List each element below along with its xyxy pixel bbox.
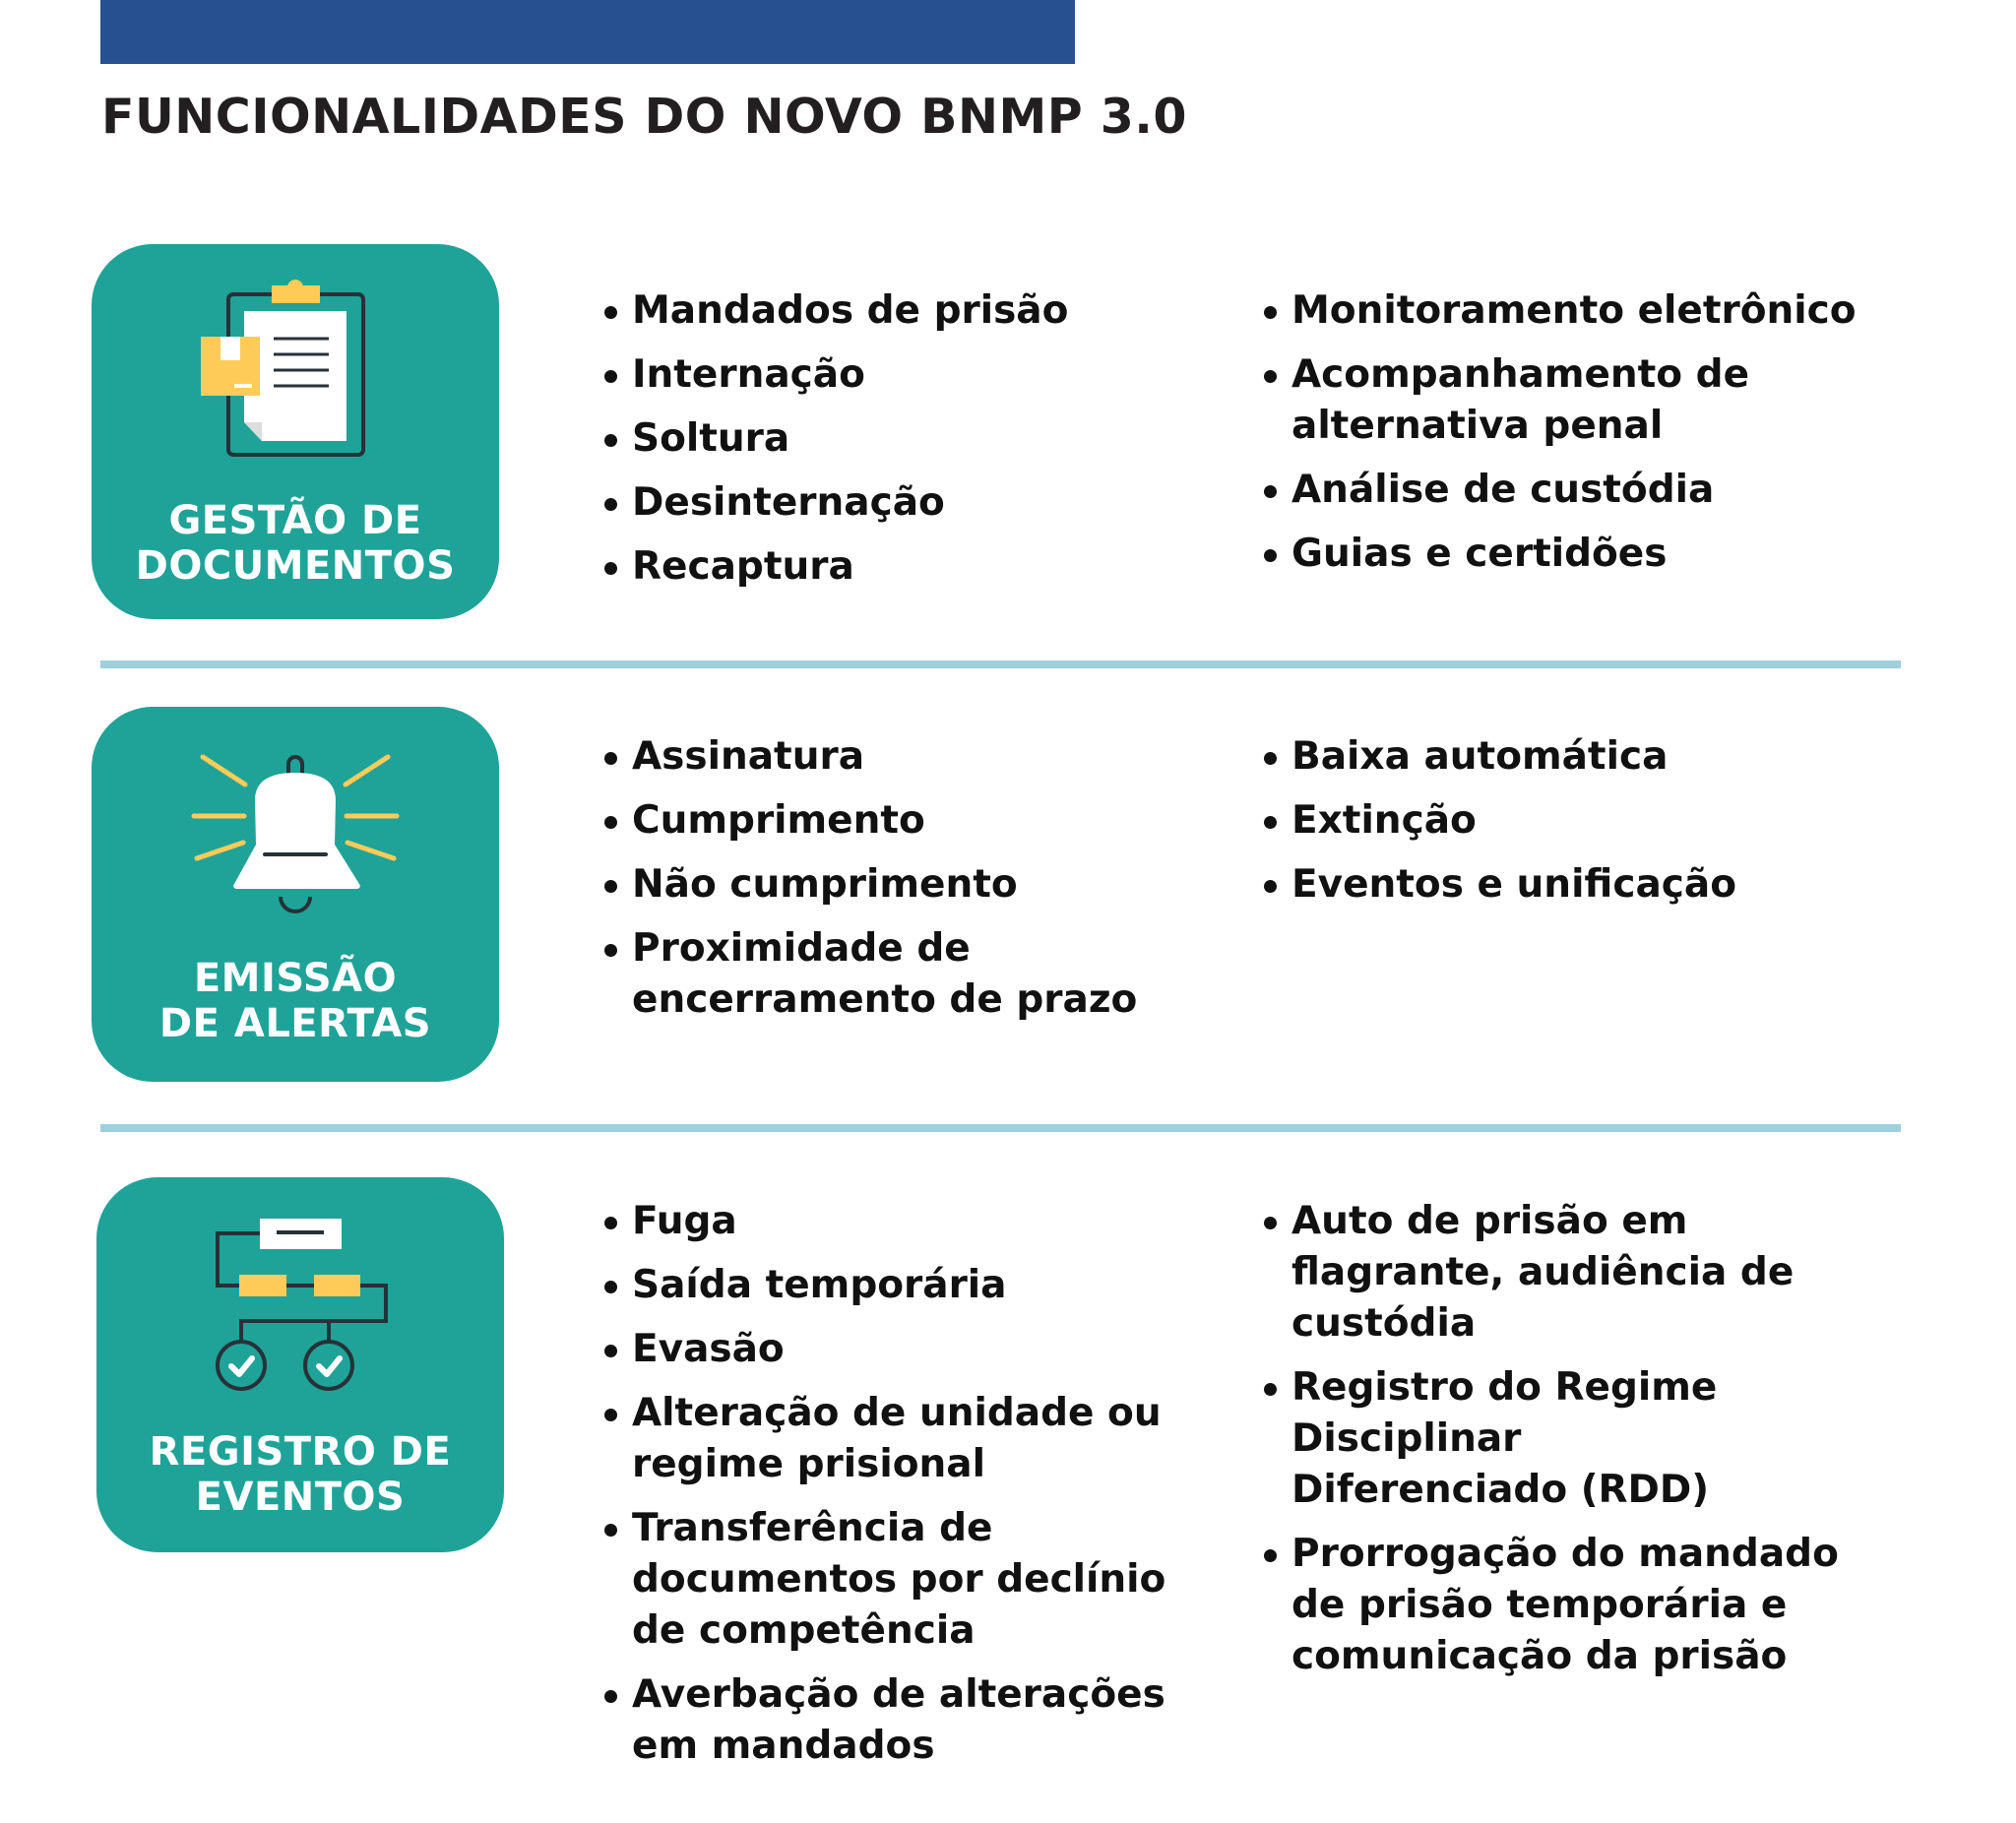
list-item: Transferência de documentos por declínio… (604, 1503, 1183, 1657)
list-item: Evasão (604, 1324, 1156, 1375)
section-2-list-left: Assinatura Cumprimento Não cumprimento P… (604, 731, 1156, 1038)
list-item: Baixa automática (1264, 731, 1894, 783)
section-divider (100, 660, 1901, 668)
bullet-icon (604, 1345, 617, 1357)
list-item: Análise de custódia (1264, 465, 1894, 516)
category-label-line2: DE ALERTAS (158, 1001, 432, 1046)
list-item: Guias e certidões (1264, 529, 1894, 580)
bullet-icon (1264, 485, 1277, 498)
list-item: Averbação de alterações em mandados (604, 1669, 1183, 1772)
bullet-icon (604, 1281, 617, 1293)
list-item: Alteração de unidade ou regime prisional (604, 1388, 1164, 1490)
bullet-icon (604, 752, 617, 765)
bullet-icon (604, 370, 617, 383)
category-emissao-alertas: EMISSÃO DE ALERTAS (92, 707, 499, 1082)
category-label-line1: REGISTRO DE (149, 1429, 452, 1475)
list-item: Não cumprimento (604, 859, 1156, 911)
list-item: Internação (604, 349, 1215, 401)
list-item: Saída temporária (604, 1260, 1156, 1311)
list-item: Soltura (604, 413, 1215, 465)
list-item: Monitoramento eletrônico (1264, 285, 1894, 337)
bullet-icon (604, 498, 617, 511)
bullet-icon (604, 306, 617, 319)
header-color-bar (100, 0, 1075, 64)
category-label-line1: GESTÃO DE (168, 498, 422, 543)
list-item: Proximidade de encerramento de prazo (604, 923, 1144, 1026)
clipboard-document-icon (201, 280, 365, 457)
list-item: Prorrogação do mandado de prisão temporá… (1264, 1529, 1902, 1682)
category-registro-eventos: REGISTRO DE EVENTOS (96, 1177, 504, 1552)
flowchart-check-icon (216, 1219, 388, 1391)
list-item: Extinção (1264, 795, 1894, 847)
bullet-icon (604, 434, 617, 447)
category-label-line2: EVENTOS (195, 1475, 406, 1520)
bullet-icon (1264, 752, 1277, 765)
bullet-icon (604, 1690, 617, 1703)
bullet-icon (1264, 1383, 1277, 1396)
section-3-list-right: Auto de prisão em flagrante, audiência d… (1264, 1196, 1894, 1695)
section-1-list-right: Monitoramento eletrônico Acompanhamento … (1264, 285, 1894, 593)
bullet-icon (604, 944, 617, 957)
bullet-icon (1264, 370, 1277, 383)
bullet-icon (604, 562, 617, 575)
bullet-icon (1264, 1217, 1277, 1229)
category-label-line2: DOCUMENTOS (135, 543, 456, 589)
category-gestao-documentos: GESTÃO DE DOCUMENTOS (92, 244, 499, 619)
section-1-list-left: Mandados de prisão Internação Soltura De… (604, 285, 1215, 605)
list-item: Recaptura (604, 541, 1215, 593)
bell-alert-icon (191, 754, 400, 913)
bullet-icon (1264, 1549, 1277, 1562)
bullet-icon (604, 1217, 617, 1229)
bullet-icon (1264, 816, 1277, 829)
list-item: Auto de prisão em flagrante, audiência d… (1264, 1196, 1902, 1350)
bullet-icon (1264, 306, 1277, 319)
category-label: REGISTRO DE EVENTOS (96, 1429, 504, 1520)
category-label: EMISSÃO DE ALERTAS (92, 956, 499, 1046)
bullet-icon (1264, 880, 1277, 893)
bullet-icon (604, 1524, 617, 1537)
list-item: Fuga (604, 1196, 1156, 1247)
section-divider (100, 1124, 1901, 1132)
section-2-list-right: Baixa automática Extinção Eventos e unif… (1264, 731, 1894, 923)
list-item: Desinternação (604, 477, 1215, 529)
page-title: FUNCIONALIDADES DO NOVO BNMP 3.0 (101, 89, 1187, 145)
list-item: Registro do Regime Disciplinar Diferenci… (1264, 1362, 1803, 1516)
category-label: GESTÃO DE DOCUMENTOS (92, 498, 499, 589)
section-3-list-left: Fuga Saída temporária Evasão Alteração d… (604, 1196, 1166, 1785)
list-item: Cumprimento (604, 795, 1156, 847)
bullet-icon (604, 1409, 617, 1421)
category-label-line1: EMISSÃO (193, 956, 398, 1001)
bullet-icon (604, 816, 617, 829)
bullet-icon (1264, 549, 1277, 562)
list-item: Mandados de prisão (604, 285, 1215, 337)
list-item: Assinatura (604, 731, 1156, 783)
list-item: Eventos e unificação (1264, 859, 1894, 911)
bullet-icon (604, 880, 617, 893)
list-item: Acompanhamento de alternativa penal (1264, 349, 1754, 452)
